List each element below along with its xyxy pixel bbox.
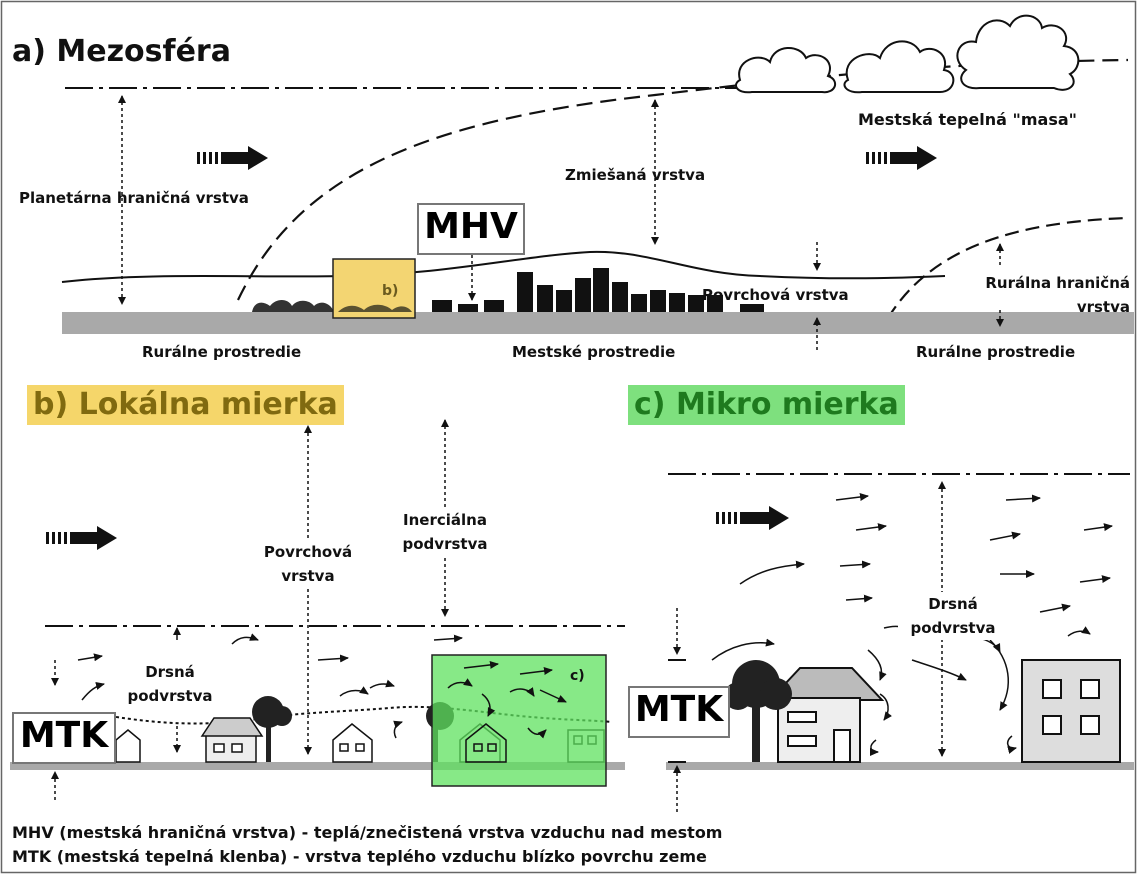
houses-c-inset: [465, 723, 507, 763]
rural-environment-right-label: Rurálne prostredie: [916, 343, 1076, 361]
wind-arrow-right-icon: [866, 146, 937, 170]
mtk-c-label: MTK: [628, 686, 730, 738]
vegetation-icon: [252, 300, 334, 312]
wind-arrow-c-icon: [716, 506, 789, 530]
rough-sublayer-c-label: Drsná podvrstva: [898, 592, 1008, 640]
panel-c-title: c) Mikro mierka: [628, 385, 905, 425]
flow-arrows-b: [77, 633, 463, 739]
wind-arrow-b-icon: [46, 526, 117, 550]
flow-arrows-c: [711, 493, 1113, 756]
mhv-label: MHV: [417, 203, 525, 255]
inset-b-vegetation: [338, 304, 412, 312]
panel-b-graphics: [10, 419, 625, 800]
planetary-layer-label: Planetárna hraničná vrstva: [19, 189, 249, 207]
flow-arrows-c-inset: [447, 660, 567, 739]
cloud-small-icon: [735, 47, 837, 94]
legend-line-1: MHV (mestská hraničná vrstva) - teplá/zn…: [12, 823, 723, 842]
surface-layer-line: [61, 250, 946, 283]
panel-a-graphics: [61, 14, 1134, 350]
wind-arrow-left-icon: [197, 146, 268, 170]
inertial-sublayer-label: Inerciálna podvrstva: [385, 508, 505, 556]
surface-layer-b-label: Povrchová vrstva: [248, 540, 368, 588]
ground-strip-b: [10, 762, 625, 770]
urban-environment-label: Mestské prostredie: [512, 343, 676, 361]
rural-boundary-layer-label: Rurálna hraničná vrstva: [985, 274, 1130, 316]
ground-strip-a: [62, 312, 1134, 334]
building-c: [1021, 659, 1121, 763]
inset-b-label: b): [382, 283, 399, 299]
rural-environment-left-label: Rurálne prostredie: [142, 343, 302, 361]
legend-line-2: MTK (mestská tepelná klenba) - vrstva te…: [12, 847, 707, 866]
urban-heat-mass-label: Mestská tepelná "masa": [858, 110, 1077, 129]
panel-b-title: b) Lokálna mierka: [27, 385, 344, 425]
panel-a-title: a) Mezosféra: [12, 34, 231, 69]
inset-c-label: c): [570, 668, 585, 684]
inset-c-box: [431, 654, 607, 787]
tree-c: [724, 660, 792, 762]
house-c: [767, 667, 885, 763]
cloud-large-icon: [956, 14, 1080, 91]
city-buildings: [432, 268, 764, 312]
surface-layer-label: Povrchová vrstva: [702, 286, 849, 304]
cloud-medium-icon: [843, 40, 955, 94]
rural-boundary-line: [887, 216, 1129, 319]
ground-strip-c: [666, 762, 1134, 770]
rough-sublayer-b-label: Drsná podvrstva: [127, 663, 213, 705]
mtk-b-label: MTK: [12, 712, 116, 764]
panel-c-graphics: [666, 473, 1134, 812]
mixed-layer-label: Zmiešaná vrstva: [565, 166, 706, 184]
